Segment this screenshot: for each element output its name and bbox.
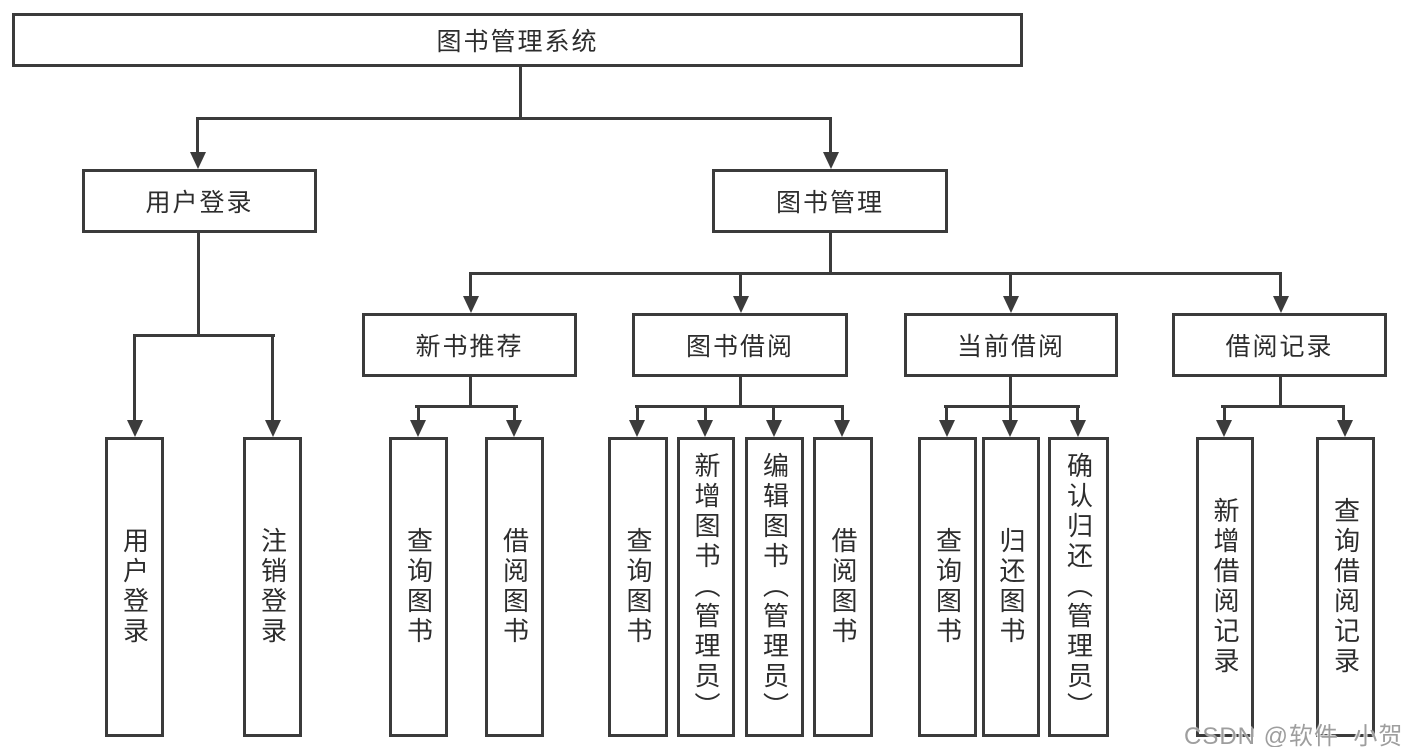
node-borrowing-records: 借阅记录	[1172, 313, 1387, 377]
connector-hline	[133, 334, 275, 337]
arrow-down-icon	[823, 152, 839, 169]
connector-vline	[829, 233, 832, 275]
leaf-label: 查询图书	[932, 527, 963, 647]
leaf-query-books-1: 查询图书	[389, 437, 448, 737]
node-book-management: 图书管理	[712, 169, 948, 233]
arrow-down-icon	[766, 420, 782, 437]
connector-vline	[1009, 405, 1012, 421]
connector-vline	[739, 272, 742, 297]
connector-hline	[196, 117, 832, 120]
leaf-borrow-books-2: 借阅图书	[813, 437, 873, 737]
leaf-edit-books-admin: 编辑图书（管理员）	[745, 437, 804, 737]
node-new-book-recommend: 新书推荐	[362, 313, 577, 377]
connector-vline	[513, 405, 516, 421]
leaf-add-borrow-record: 新增借阅记录	[1196, 437, 1254, 737]
connector-vline	[197, 233, 200, 336]
leaf-label: 查询图书	[623, 527, 653, 647]
connector-hline	[1221, 405, 1344, 408]
arrow-down-icon	[629, 420, 645, 437]
arrow-down-icon	[127, 420, 143, 437]
connector-vline	[469, 377, 472, 408]
leaf-confirm-return-admin: 确认归还（管理员）	[1048, 437, 1109, 737]
arrow-down-icon	[410, 420, 426, 437]
arrow-down-icon	[1002, 420, 1018, 437]
leaf-label: 借阅图书	[828, 527, 858, 647]
arrow-down-icon	[733, 296, 749, 313]
connector-vline	[469, 272, 472, 297]
connector-vline	[829, 117, 832, 153]
leaf-label: 新增借阅记录	[1210, 497, 1240, 677]
arrow-down-icon	[190, 152, 206, 169]
connector-vline	[1279, 377, 1282, 408]
connector-vline	[1223, 405, 1226, 421]
csdn-watermark: CSDN @软件_小贺同学	[1184, 723, 1405, 747]
arrow-down-icon	[834, 420, 850, 437]
leaf-label: 查询借阅记录	[1330, 497, 1361, 677]
arrow-down-icon	[1216, 420, 1232, 437]
leaf-label: 用户登录	[119, 527, 150, 647]
leaf-label: 归还图书	[996, 527, 1026, 647]
leaf-query-borrow-record: 查询借阅记录	[1316, 437, 1375, 737]
arrow-down-icon	[697, 420, 713, 437]
leaf-logout: 注销登录	[243, 437, 302, 737]
node-book-borrowing: 图书借阅	[632, 313, 848, 377]
leaf-label: 新增图书（管理员）	[691, 452, 721, 722]
connector-vline	[417, 405, 420, 421]
connector-hline	[944, 405, 1080, 408]
leaf-borrow-books-1: 借阅图书	[485, 437, 544, 737]
connector-vline	[1342, 405, 1345, 421]
leaf-add-books-admin: 新增图书（管理员）	[677, 437, 735, 737]
node-library-management-system: 图书管理系统	[12, 13, 1023, 67]
leaf-label: 确认归还（管理员）	[1063, 452, 1094, 722]
connector-vline	[196, 117, 199, 153]
connector-vline	[945, 405, 948, 421]
connector-vline	[1009, 377, 1012, 408]
connector-vline	[1076, 405, 1079, 421]
connector-vline	[772, 405, 775, 421]
connector-vline	[1279, 272, 1282, 297]
arrow-down-icon	[463, 296, 479, 313]
connector-vline	[841, 405, 844, 421]
leaf-label: 借阅图书	[499, 527, 530, 647]
connector-vline	[704, 405, 707, 421]
leaf-label: 注销登录	[257, 527, 288, 647]
leaf-query-books-2: 查询图书	[608, 437, 668, 737]
arrow-down-icon	[1337, 420, 1353, 437]
arrow-down-icon	[939, 420, 955, 437]
connector-hline	[415, 405, 518, 408]
arrow-down-icon	[506, 420, 522, 437]
leaf-label: 编辑图书（管理员）	[759, 452, 790, 722]
connector-vline	[636, 405, 639, 421]
connector-hline	[635, 405, 844, 408]
connector-vline	[271, 334, 274, 421]
arrow-down-icon	[1273, 296, 1289, 313]
node-user-login: 用户登录	[82, 169, 317, 233]
leaf-label: 查询图书	[403, 527, 434, 647]
leaf-query-books-3: 查询图书	[918, 437, 977, 737]
arrow-down-icon	[1003, 296, 1019, 313]
leaf-return-books: 归还图书	[982, 437, 1040, 737]
connector-vline	[739, 377, 742, 408]
leaf-user-login: 用户登录	[105, 437, 164, 737]
arrow-down-icon	[265, 420, 281, 437]
connector-hline	[469, 272, 1282, 275]
connector-vline	[1009, 272, 1012, 297]
connector-vline	[519, 67, 522, 120]
node-current-borrowing: 当前借阅	[904, 313, 1118, 377]
connector-vline	[133, 334, 136, 421]
arrow-down-icon	[1070, 420, 1086, 437]
